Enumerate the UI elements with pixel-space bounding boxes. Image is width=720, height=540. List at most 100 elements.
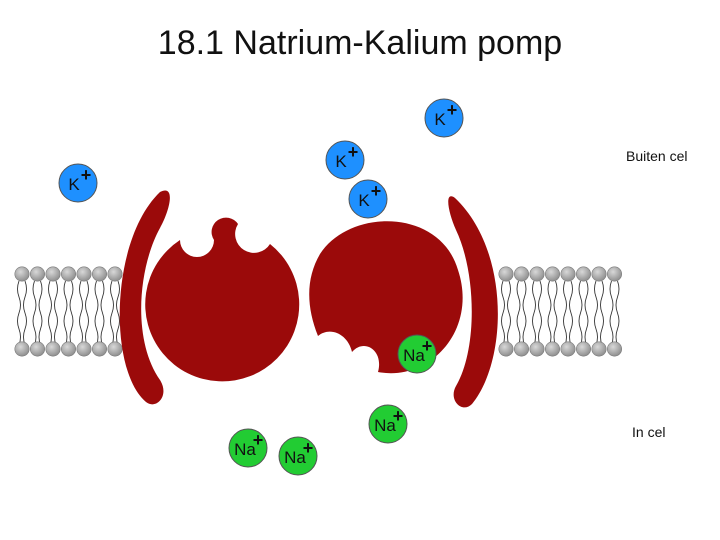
sodium-ion-circle <box>368 404 408 444</box>
potassium-ion-symbol: K <box>358 191 370 210</box>
lipid-tail <box>609 280 614 346</box>
potassium-ion-symbol: K <box>434 110 446 129</box>
pump-right-lobe <box>309 221 463 374</box>
membrane-phospholipid-heads <box>14 266 622 357</box>
lipid-tail <box>100 280 105 346</box>
potassium-ion: K+ <box>348 179 388 219</box>
sodium-ion: Na+ <box>228 428 268 468</box>
inside-cell-label: In cel <box>632 424 666 440</box>
lipid-tail <box>569 280 573 346</box>
phospholipid-head <box>529 266 545 282</box>
lipid-tail <box>594 280 598 346</box>
sodium-ion: Na+ <box>368 404 408 444</box>
sodium-ion-charge: + <box>422 336 433 356</box>
sodium-ion-circle <box>228 428 268 468</box>
phospholipid-head <box>29 341 45 357</box>
lipid-tail <box>563 280 567 346</box>
sodium-ion-symbol: Na <box>403 346 425 365</box>
phospholipid-head <box>513 341 529 357</box>
potassium-ion: K+ <box>424 98 464 138</box>
potassium-ion-circle <box>424 98 464 138</box>
potassium-ion-symbol: K <box>68 175 80 194</box>
pump-left-arc <box>119 190 170 405</box>
pump-right-arc <box>448 196 498 408</box>
phospholipid-head <box>529 341 545 357</box>
lipid-tail <box>85 280 89 346</box>
potassium-ion-charge: + <box>371 181 382 201</box>
phospholipid-head <box>14 266 30 282</box>
potassium-ion-charge: + <box>348 142 359 162</box>
potassium-ion-circle <box>58 163 98 203</box>
phospholipid-head <box>92 341 108 357</box>
phospholipid-head <box>107 266 123 282</box>
phospholipid-head <box>76 341 92 357</box>
lipid-tail <box>32 280 37 346</box>
phospholipid-head <box>544 266 560 282</box>
phospholipid-head <box>29 266 45 282</box>
phospholipid-head <box>575 341 591 357</box>
lipid-tail <box>578 280 583 346</box>
lipid-tail <box>600 280 604 346</box>
phospholipid-head <box>60 266 76 282</box>
pump-left-lobe <box>145 217 300 382</box>
lipid-tail <box>584 280 589 346</box>
phospholipid-head <box>92 266 108 282</box>
lipid-tail <box>23 280 27 346</box>
outside-cell-label: Buiten cel <box>626 148 688 164</box>
phospholipid-head <box>591 341 607 357</box>
phospholipid-head <box>544 341 560 357</box>
lipid-tail <box>48 280 52 346</box>
sodium-ion-charge: + <box>253 430 264 450</box>
sodium-ion: Na+ <box>397 334 437 374</box>
phospholipid-head <box>498 341 514 357</box>
phospholipid-head <box>560 266 576 282</box>
phospholipid-head <box>60 341 76 357</box>
phospholipid-head <box>45 341 61 357</box>
potassium-ion-charge: + <box>81 165 92 185</box>
lipid-tail <box>516 280 521 346</box>
sodium-ion: Na+ <box>278 436 318 476</box>
sodium-ion-charge: + <box>303 438 314 458</box>
lipid-tail <box>538 280 542 346</box>
lipid-tail <box>507 280 511 346</box>
sodium-ion-symbol: Na <box>234 440 256 459</box>
phospholipid-head <box>107 341 123 357</box>
lipid-tail <box>69 280 74 346</box>
phospholipid-head <box>45 266 61 282</box>
lipid-tail <box>38 280 43 346</box>
potassium-ion-circle <box>348 179 388 219</box>
lipid-tail <box>63 280 68 346</box>
lipid-tail <box>54 280 58 346</box>
sodium-ion-symbol: Na <box>374 416 396 435</box>
slide-title: 18.1 Natrium-Kalium pomp <box>157 24 563 62</box>
ions-layer: K+K+K+K+Na+Na+Na+Na+ <box>58 98 464 476</box>
lipid-tail <box>532 280 536 346</box>
phospholipid-head <box>513 266 529 282</box>
phospholipid-head <box>606 341 622 357</box>
lipid-tail <box>547 280 552 346</box>
phospholipid-head <box>591 266 607 282</box>
potassium-ion-charge: + <box>447 100 458 120</box>
lipid-tail <box>94 280 99 346</box>
sodium-ion-charge: + <box>393 406 404 426</box>
phospholipid-head <box>498 266 514 282</box>
lipid-tail <box>17 280 21 346</box>
potassium-ion-symbol: K <box>335 152 347 171</box>
phospholipid-head <box>14 341 30 357</box>
phospholipid-head <box>606 266 622 282</box>
potassium-ion: K+ <box>325 140 365 180</box>
lipid-tail <box>615 280 620 346</box>
membrane-lipid-tails <box>17 280 620 346</box>
phospholipid-head <box>560 341 576 357</box>
potassium-ion-circle <box>325 140 365 180</box>
sodium-ion-circle <box>278 436 318 476</box>
sodium-ion-symbol: Na <box>284 448 306 467</box>
lipid-tail <box>553 280 558 346</box>
phospholipid-head <box>575 266 591 282</box>
pump-protein <box>119 190 498 408</box>
lipid-tail <box>79 280 83 346</box>
lipid-tail <box>501 280 505 346</box>
lipid-tail <box>110 280 114 346</box>
phospholipid-head <box>76 266 92 282</box>
